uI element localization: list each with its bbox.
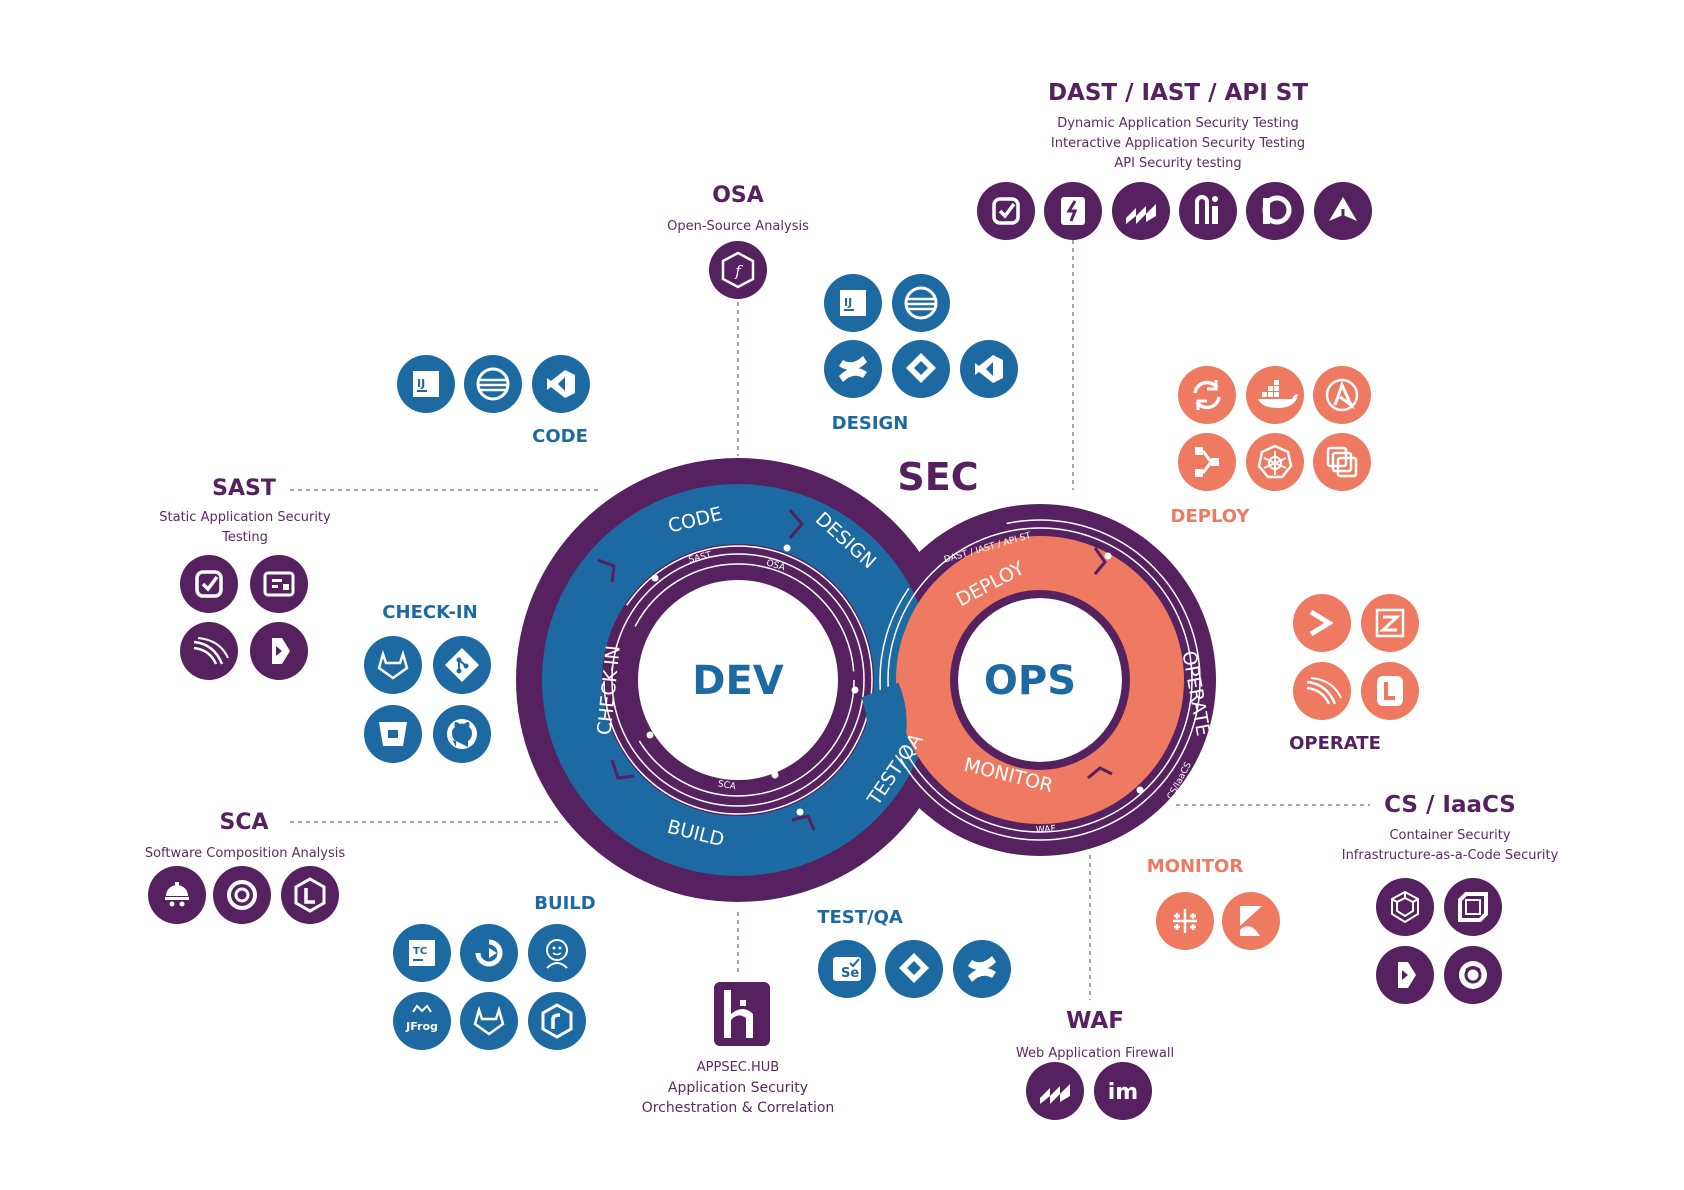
zabbix-icon: [1361, 594, 1419, 652]
nexus-repository-icon: [528, 992, 586, 1050]
docker-icon: [1246, 366, 1304, 424]
eclipse-icon-design: [892, 274, 950, 332]
sast-line-2: Testing: [222, 530, 268, 545]
argocd-refresh-icon: [1178, 366, 1236, 424]
ops-coral-ring: [896, 536, 1184, 824]
logz-icon: [1361, 662, 1419, 720]
blackduck-icon: [148, 866, 206, 924]
gitlab-icon-build: [460, 992, 518, 1050]
waf-title: WAF: [1066, 1008, 1124, 1034]
ops-label: OPS: [984, 658, 1076, 704]
nexus-lifecycle-icon: [281, 866, 339, 924]
inner-label-sca: SCA: [717, 779, 737, 792]
whitesource-icon: [213, 866, 271, 924]
ansible-icon: [1313, 366, 1371, 424]
dast-line-3: API Security testing: [1114, 156, 1242, 171]
confluence-icon-test: [953, 940, 1011, 998]
dev-center: [638, 580, 838, 780]
dast-line-1: Dynamic Application Security Testing: [1057, 116, 1299, 131]
git-icon: [433, 636, 491, 694]
sast-title: SAST: [212, 476, 276, 501]
dev-label: DEV: [692, 658, 784, 704]
svg-text:JFrog: JFrog: [405, 1020, 438, 1033]
sonar-operate-icon: [1293, 662, 1351, 720]
jfrog-icon: JFrog: [393, 992, 451, 1050]
snyk-sast-icon: [250, 622, 308, 680]
aqua-icon: [1376, 878, 1434, 936]
svg-text:Se: Se: [841, 966, 859, 981]
checkmarx-icon: [977, 182, 1035, 240]
z-glyph: [1379, 615, 1401, 632]
intellij-icon: IJ: [397, 355, 455, 413]
cs-line-1: Container Security: [1389, 828, 1511, 843]
zap-arrow-icon: [1314, 182, 1372, 240]
kibana-icon: [1222, 892, 1280, 950]
github-icon: [433, 705, 491, 763]
monitor-label: MONITOR: [1146, 856, 1244, 877]
tableau-icon: [1156, 892, 1214, 950]
checkin-label: CHECK-IN: [382, 602, 478, 623]
burp-icon: [1044, 182, 1102, 240]
testqa-label: TEST/QA: [817, 907, 903, 928]
svg-text:f: f: [734, 262, 743, 280]
visual-studio-icon: [532, 355, 590, 413]
osa-title: OSA: [712, 183, 764, 208]
sonarqube-icon: [180, 622, 238, 680]
gitlab-icon: [364, 636, 422, 694]
fossa-icon: f: [709, 241, 767, 299]
teamcity-icon: TC: [393, 924, 451, 982]
inner-label-waf: WAF: [1036, 824, 1056, 835]
kubernetes-icon: [1246, 433, 1304, 491]
ops-center: [958, 598, 1122, 762]
confluence-icon: [824, 340, 882, 398]
prisma-icon: [1444, 878, 1502, 936]
acunetix-icon: [1112, 182, 1170, 240]
jira-icon-test: [885, 940, 943, 998]
appsec-hub-logo: [714, 982, 770, 1046]
jenkins-icon: [528, 924, 586, 982]
acunetix-waf-icon: [1026, 1062, 1084, 1120]
appsec-line-1: APPSEC.HUB: [696, 1060, 780, 1075]
anchore-icon: [1444, 946, 1502, 1004]
checkmarx-icon-sast: [180, 555, 238, 613]
waf-subtitle: Web Application Firewall: [1015, 1046, 1175, 1061]
bitbucket-icon: [364, 705, 422, 763]
build-label: BUILD: [534, 893, 596, 914]
sca-subtitle: Software Composition Analysis: [144, 846, 346, 861]
openshift-icon: [1313, 433, 1371, 491]
imperva-icon: im: [1094, 1062, 1152, 1120]
snyk-cs-icon: [1376, 946, 1434, 1004]
selenium-icon: Se: [818, 940, 876, 998]
appsec-line-3: Orchestration & Correlation: [641, 1100, 835, 1116]
azure-devops-icon: [460, 924, 518, 982]
appspider-icon: [1246, 182, 1304, 240]
eclipse-icon: [464, 355, 522, 413]
design-label: DESIGN: [831, 413, 909, 434]
osa-subtitle: Open-Source Analysis: [667, 219, 809, 234]
deploy-label: DEPLOY: [1170, 506, 1250, 527]
svg-text:IJ: IJ: [417, 377, 425, 390]
visual-studio-icon-design: [960, 340, 1018, 398]
dast-line-2: Interactive Application Security Testing: [1050, 136, 1306, 151]
code-label: CODE: [532, 426, 588, 447]
appsec-line-2: Application Security: [667, 1080, 809, 1096]
svg-text:im: im: [1108, 1080, 1138, 1105]
cs-title: CS / IaaCS: [1384, 792, 1516, 818]
jira-icon: [892, 340, 950, 398]
sast-line-1: Static Application Security: [159, 510, 331, 525]
netsparker-icon: [1179, 182, 1237, 240]
operate-label: OPERATE: [1289, 733, 1381, 754]
intellij-icon-design: IJ: [824, 274, 882, 332]
terminal-icon: [1293, 594, 1351, 652]
cs-line-2: Infrastructure-as-a-Code Security: [1341, 848, 1559, 863]
puppet-icon: [1178, 433, 1236, 491]
svg-text:IJ: IJ: [844, 296, 852, 309]
sca-title: SCA: [219, 810, 269, 835]
sec-label: SEC: [897, 455, 978, 499]
dast-title: DAST / IAST / API ST: [1047, 80, 1309, 106]
svg-text:TC: TC: [413, 946, 427, 957]
fortify-icon: [250, 555, 308, 613]
